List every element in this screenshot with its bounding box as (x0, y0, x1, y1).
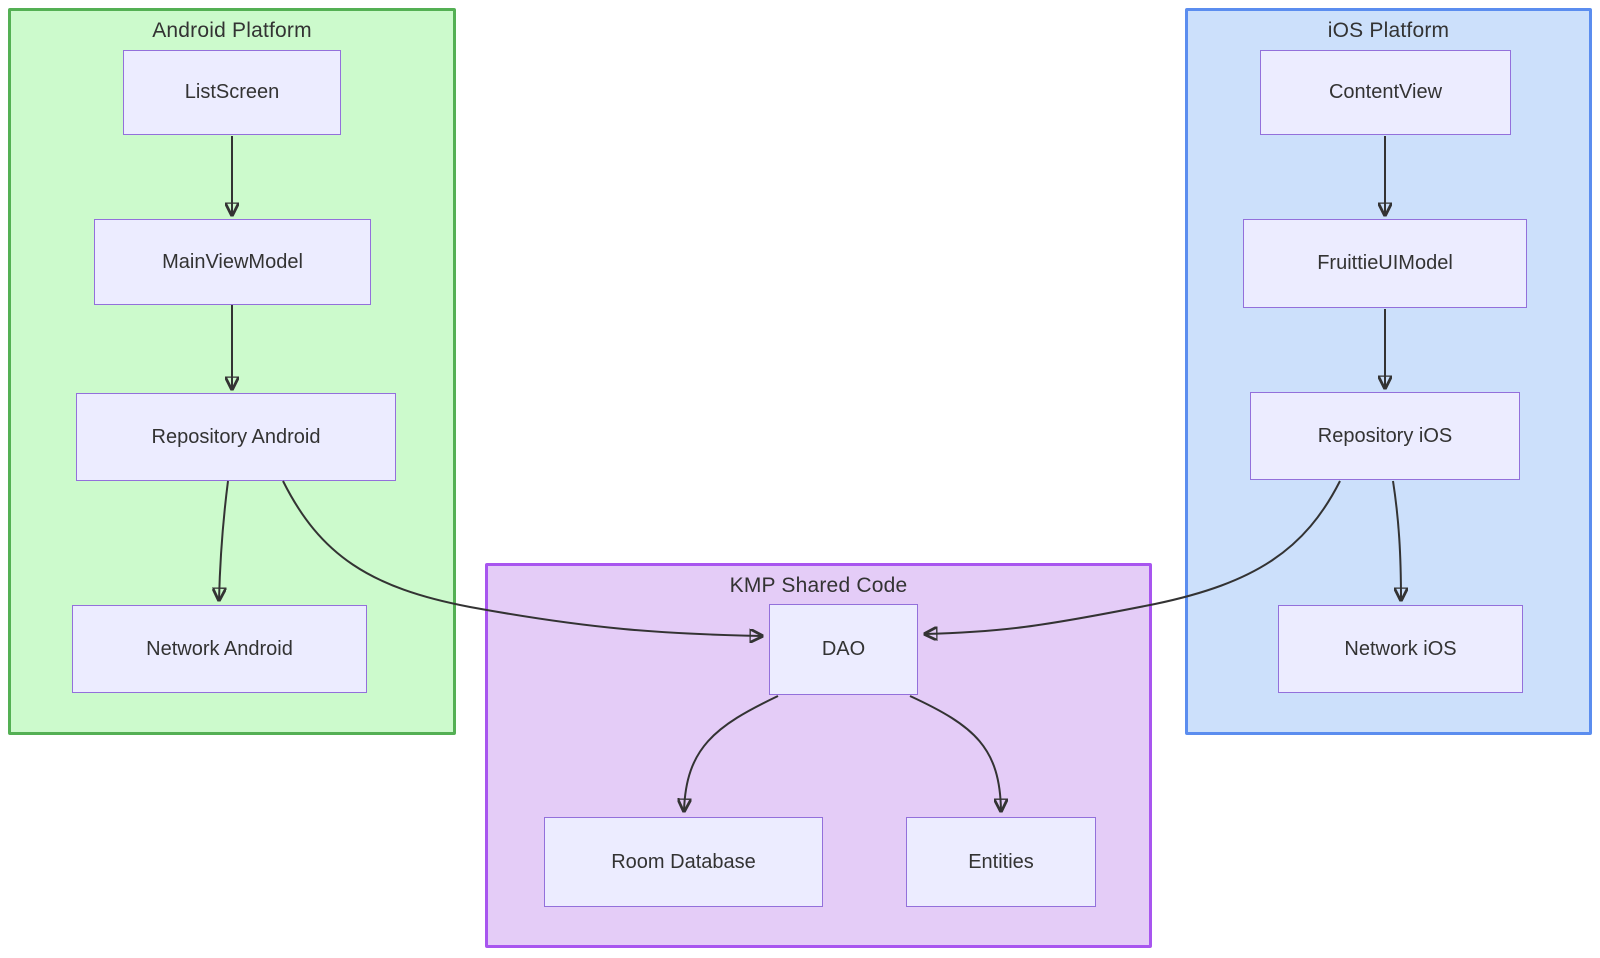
node-network-android-label: Network Android (146, 637, 293, 660)
node-contentview: ContentView (1260, 50, 1511, 135)
node-dao: DAO (769, 604, 918, 695)
node-repository-android: Repository Android (76, 393, 396, 481)
node-network-android: Network Android (72, 605, 367, 693)
node-mainviewmodel: MainViewModel (94, 219, 371, 305)
node-repository-ios: Repository iOS (1250, 392, 1520, 480)
group-ios-platform-title: iOS Platform (1327, 19, 1450, 42)
node-dao-label: DAO (821, 638, 866, 660)
node-network-ios: Network iOS (1278, 605, 1523, 693)
group-android-platform-title: Android Platform (152, 19, 312, 42)
node-listscreen-label: ListScreen (184, 81, 280, 103)
node-room-database: Room Database (544, 817, 823, 907)
node-fruittieuimodel: FruittieUIModel (1243, 219, 1527, 308)
node-entities: Entities (906, 817, 1096, 907)
node-repository-ios-label: Repository iOS (1317, 424, 1453, 447)
group-kmp-shared-code: KMP Shared Code DAO Room Database Entiti… (485, 563, 1152, 948)
group-android-platform: Android Platform ListScreen MainViewMode… (8, 8, 456, 735)
node-listscreen: ListScreen (123, 50, 341, 135)
node-repository-android-label: Repository Android (151, 425, 321, 448)
node-network-ios-label: Network iOS (1344, 637, 1457, 660)
node-fruittieuimodel-label: FruittieUIModel (1317, 252, 1453, 274)
node-room-database-label: Room Database (611, 850, 756, 873)
node-contentview-label: ContentView (1328, 81, 1443, 103)
group-kmp-shared-code-title: KMP Shared Code (729, 574, 908, 597)
node-mainviewmodel-label: MainViewModel (162, 250, 303, 273)
group-ios-platform: iOS Platform ContentView FruittieUIModel… (1185, 8, 1592, 735)
node-entities-label: Entities (968, 850, 1034, 873)
